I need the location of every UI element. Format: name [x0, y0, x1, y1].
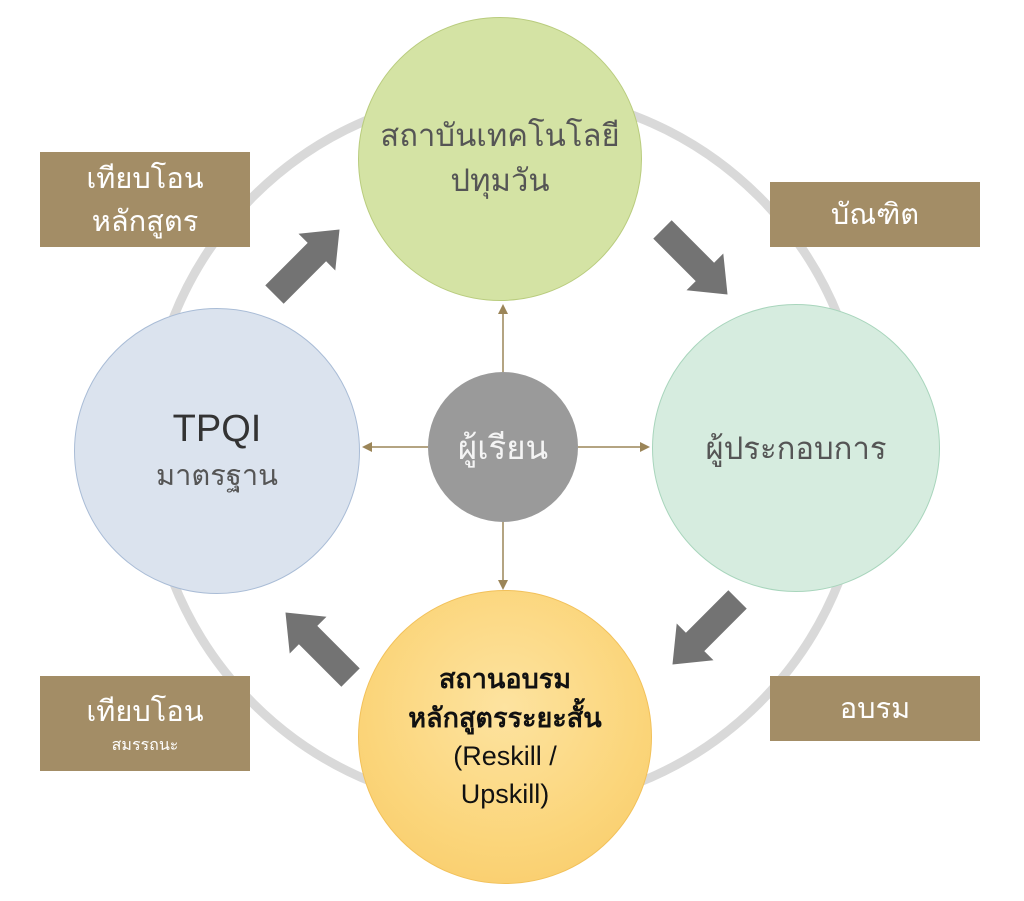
cycle-arrow-bottom-right — [672, 590, 747, 665]
node-training-line2: หลักสูตรระยะสั้น — [408, 702, 602, 733]
node-training-line4: Upskill) — [460, 779, 550, 810]
node-institute-line1: สถาบันเทคโนโลยี — [380, 118, 620, 155]
label-br-line1: อบรม — [839, 691, 911, 726]
node-training-line1: สถานอบรม — [438, 664, 572, 695]
label-training: อบรม — [770, 676, 980, 741]
label-bl-line2: สมรรถนะ — [111, 734, 179, 754]
node-institute: สถาบันเทคโนโลยี ปทุมวัน — [358, 17, 642, 301]
node-tpqi-subtitle: มาตรฐาน — [156, 457, 278, 492]
node-entrepreneur-label: ผู้ประกอบการ — [705, 431, 887, 467]
cycle-arrow-top-right — [653, 220, 728, 295]
node-learner-label: ผู้เรียน — [457, 427, 549, 467]
cycle-arrow-top-left — [265, 229, 340, 304]
label-tl-line2: หลักสูตร — [91, 203, 199, 238]
label-bl-line1: เทียบโอน — [86, 693, 204, 728]
label-credit-transfer-curriculum: เทียบโอน หลักสูตร — [40, 152, 250, 247]
node-tpqi-title: TPQI — [172, 407, 262, 450]
label-tr-line1: บัณฑิต — [830, 197, 920, 232]
cycle-arrow-bottom-left — [285, 612, 360, 687]
node-tpqi: TPQI มาตรฐาน — [74, 308, 360, 594]
node-entrepreneur: ผู้ประกอบการ — [652, 304, 940, 592]
node-institute-line2: ปทุมวัน — [450, 163, 550, 199]
node-learner: ผู้เรียน — [428, 372, 578, 522]
node-training-line3: (Reskill / — [453, 741, 557, 771]
label-tl-line1: เทียบโอน — [86, 161, 204, 196]
node-training-center: สถานอบรม หลักสูตรระยะสั้น (Reskill / Ups… — [358, 590, 652, 884]
label-credit-transfer-competency: เทียบโอน สมรรถนะ — [40, 676, 250, 771]
label-graduate: บัณฑิต — [770, 182, 980, 247]
